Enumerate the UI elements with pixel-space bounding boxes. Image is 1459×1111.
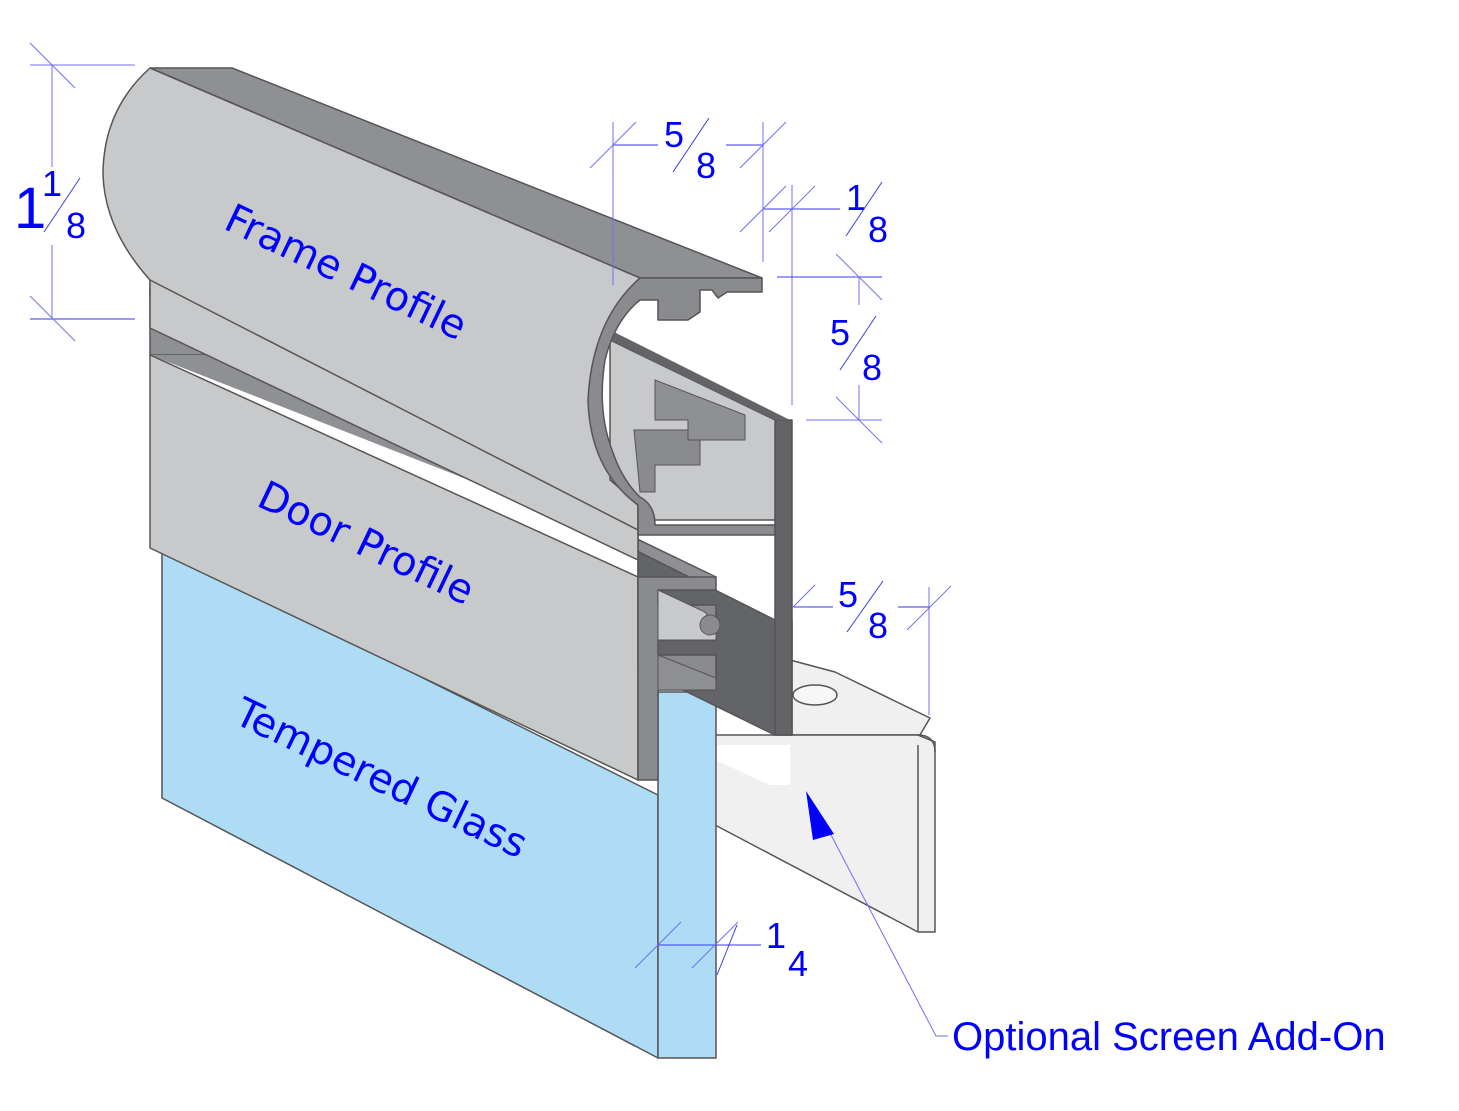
dimension-frame-height: 1 1 8 [14,42,135,342]
glass-edge-face [657,691,717,1059]
dim-screen-den: 8 [868,605,888,646]
dim-lip-drop-den: 8 [862,347,882,388]
dim-glass-den: 4 [788,943,808,984]
dimension-frame-lip-width: 5 8 [589,114,787,285]
tempered-glass [161,547,717,1059]
dim-lip-drop-num: 5 [830,312,850,353]
dim-lip-width-den: 8 [696,145,716,186]
dim-gap-den: 8 [868,209,888,250]
frame-cross-section [587,277,776,536]
dim-lip-width-num: 5 [664,114,684,155]
dimension-screen-offset: 5 8 [792,574,952,715]
screen-mount-hole [792,684,838,706]
screen-callout: Optional Screen Add-On [806,791,1386,1059]
frame-profile [102,67,790,561]
dim-frame-height-whole: 1 [14,176,46,241]
dim-frame-height-den: 8 [66,205,86,246]
screen-callout-label: Optional Screen Add-On [952,1015,1386,1059]
dimension-gap-width: 1 8 [739,177,888,405]
callout-arrowhead [806,791,834,840]
dimension-lip-drop: 5 8 [777,253,883,444]
dim-glass-num: 1 [766,915,786,956]
dim-frame-height-num: 1 [42,163,62,204]
dim-gap-num: 1 [846,177,866,218]
dimension-glass-thickness: 1 4 [634,915,808,984]
dim-screen-num: 5 [838,574,858,615]
